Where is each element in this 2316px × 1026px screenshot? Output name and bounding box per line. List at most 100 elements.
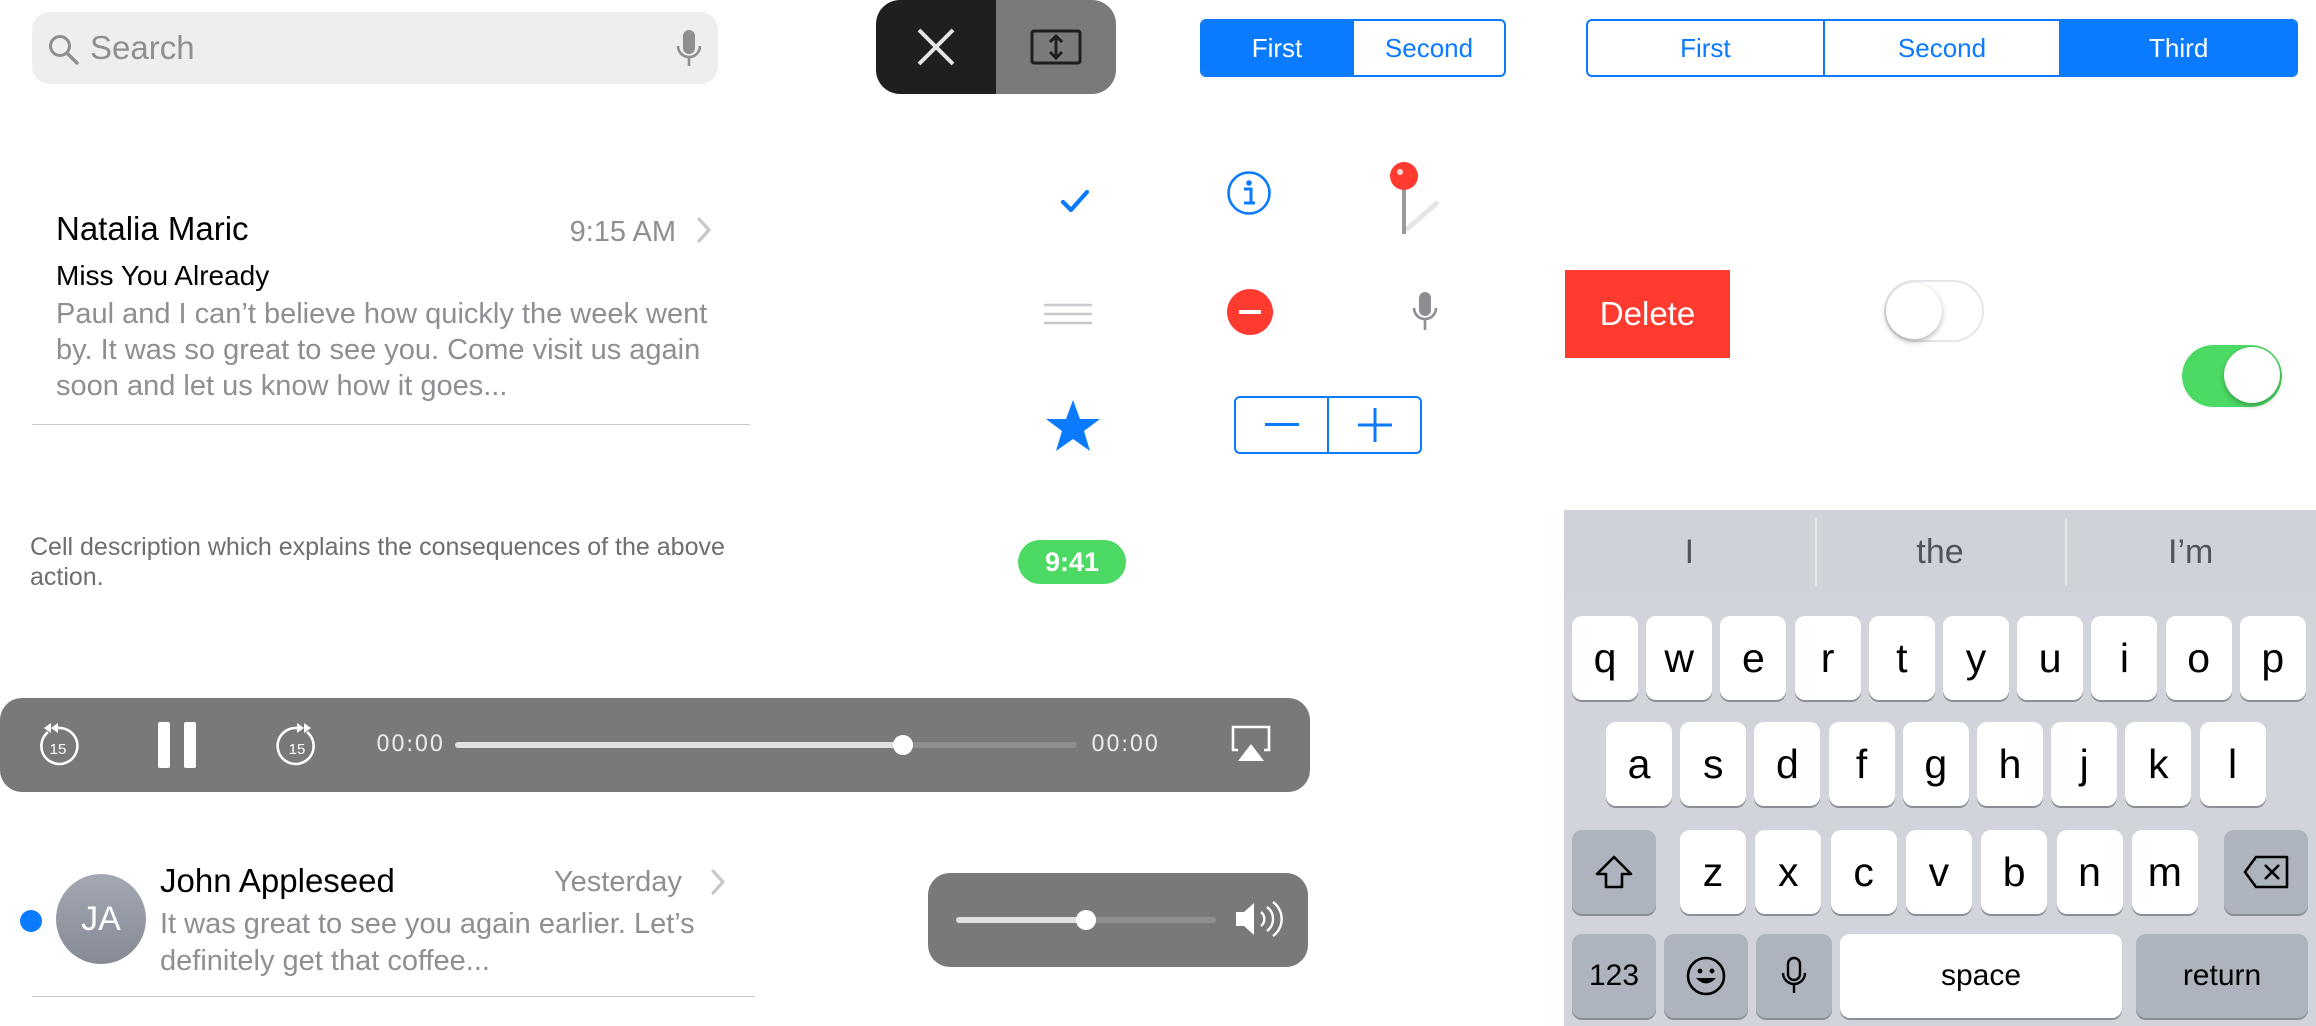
predictive-bar: I the I’m	[1564, 510, 2316, 594]
search-icon	[46, 32, 82, 68]
backspace-icon	[2243, 855, 2289, 889]
key-j[interactable]: j	[2051, 722, 2118, 806]
stepper-increment-button[interactable]	[1327, 398, 1420, 452]
key-k[interactable]: k	[2125, 722, 2192, 806]
pause-icon[interactable]	[156, 722, 200, 768]
key-t[interactable]: t	[1868, 616, 1935, 700]
key-f[interactable]: f	[1828, 722, 1895, 806]
star-icon[interactable]	[1044, 398, 1102, 454]
key-u[interactable]: u	[2017, 616, 2084, 700]
key-b[interactable]: b	[1981, 830, 2048, 914]
playback-progress-fill	[455, 742, 903, 748]
contact-time: Yesterday	[554, 866, 682, 898]
segment-first[interactable]: First	[1680, 32, 1731, 63]
chevron-right-icon	[696, 216, 712, 244]
unread-indicator	[20, 910, 42, 932]
shift-icon	[1595, 855, 1633, 889]
stepper-decrement-button[interactable]	[1236, 398, 1327, 452]
status-time-pill[interactable]: 9:41	[1018, 540, 1126, 584]
volume-slider[interactable]	[956, 910, 1216, 930]
info-icon[interactable]	[1226, 170, 1272, 216]
skip-forward-15-icon[interactable]: 15	[275, 722, 319, 768]
svg-text:15: 15	[50, 741, 67, 758]
svg-text:15: 15	[289, 741, 306, 758]
toggle-switch-on[interactable]	[2182, 345, 2282, 407]
volume-thumb[interactable]	[1076, 910, 1096, 930]
mail-preview: Paul and I can’t believe how quickly the…	[56, 298, 708, 402]
chevron-right-icon	[710, 868, 726, 896]
mail-time: 9:15 AM	[569, 216, 676, 248]
close-icon	[914, 25, 958, 69]
search-input[interactable]: Search	[90, 29, 195, 66]
mail-cell[interactable]: Natalia Maric 9:15 AM Miss You Already P…	[56, 210, 736, 410]
mic-icon[interactable]	[674, 28, 704, 70]
playback-scrubber[interactable]	[892, 735, 913, 755]
emoji-icon	[1685, 955, 1727, 997]
map-pin-icon	[1386, 160, 1442, 240]
mic-icon	[1780, 956, 1808, 996]
toggle-switch-off[interactable]	[1884, 280, 1984, 342]
suggestion[interactable]: the	[1814, 510, 2066, 594]
segment-first[interactable]: First	[1202, 21, 1352, 75]
emoji-key[interactable]	[1664, 934, 1748, 1018]
key-l[interactable]: l	[2199, 722, 2266, 806]
suggestion[interactable]: I	[1684, 532, 1695, 571]
key-g[interactable]: g	[1902, 722, 1969, 806]
switch-knob	[1886, 283, 1942, 339]
key-y[interactable]: y	[1943, 616, 2009, 700]
key-i[interactable]: i	[2091, 616, 2158, 700]
elapsed-time: 00:00	[376, 732, 445, 757]
reorder-icon[interactable]	[1044, 300, 1092, 328]
volume-hud	[928, 873, 1308, 967]
delete-button[interactable]: Delete	[1565, 270, 1730, 358]
key-a[interactable]: a	[1606, 722, 1672, 806]
speaker-icon	[1234, 899, 1286, 939]
key-c[interactable]: c	[1830, 830, 1897, 914]
suggestion[interactable]: I’m	[2065, 510, 2316, 594]
return-key[interactable]: return	[2136, 934, 2308, 1018]
mail-subject: Miss You Already	[56, 260, 270, 291]
contact-preview: It was great to see you again earlier. L…	[160, 908, 695, 977]
minus-icon	[1264, 423, 1299, 427]
stepper	[1234, 396, 1422, 454]
segmented-control-two: First Second	[1200, 19, 1506, 77]
key-d[interactable]: d	[1754, 722, 1821, 806]
search-bar[interactable]: Search	[32, 12, 718, 84]
dictation-key[interactable]	[1756, 934, 1832, 1018]
plus-icon	[1357, 408, 1392, 442]
mic-icon[interactable]	[1410, 290, 1440, 334]
key-p[interactable]: p	[2239, 616, 2306, 700]
playback-progress-slider[interactable]	[455, 735, 1077, 755]
segment-second[interactable]: Second	[1822, 21, 2060, 75]
key-x[interactable]: x	[1755, 830, 1822, 914]
numbers-key[interactable]: 123	[1572, 934, 1656, 1018]
key-o[interactable]: o	[2165, 616, 2232, 700]
space-key[interactable]: space	[1840, 934, 2122, 1018]
mail-sender: Natalia Maric	[56, 210, 249, 247]
airplay-icon[interactable]	[1230, 724, 1272, 764]
key-n[interactable]: n	[2056, 830, 2123, 914]
segment-third[interactable]: Third	[2059, 21, 2296, 75]
key-h[interactable]: h	[1977, 722, 2043, 806]
remaining-time: 00:00	[1091, 732, 1160, 757]
key-q[interactable]: q	[1572, 616, 1638, 700]
key-s[interactable]: s	[1680, 722, 1747, 806]
resize-button[interactable]	[996, 0, 1116, 94]
close-button[interactable]	[876, 0, 996, 94]
key-m[interactable]: m	[2131, 830, 2198, 914]
contact-name: John Appleseed	[160, 862, 395, 899]
cell-separator	[32, 996, 754, 997]
backspace-key[interactable]	[2224, 830, 2308, 914]
segment-second[interactable]: Second	[1352, 21, 1504, 75]
skip-back-15-icon[interactable]: 15	[36, 722, 80, 768]
key-v[interactable]: v	[1905, 830, 1972, 914]
media-player-bar: 15 15 00:00 00:00	[0, 698, 1310, 792]
key-r[interactable]: r	[1794, 616, 1861, 700]
key-w[interactable]: w	[1646, 616, 1713, 700]
cell-separator	[32, 424, 750, 425]
key-e[interactable]: e	[1720, 616, 1787, 700]
shift-key[interactable]	[1572, 830, 1656, 914]
key-z[interactable]: z	[1680, 830, 1746, 914]
delete-circle-icon[interactable]	[1227, 289, 1273, 335]
